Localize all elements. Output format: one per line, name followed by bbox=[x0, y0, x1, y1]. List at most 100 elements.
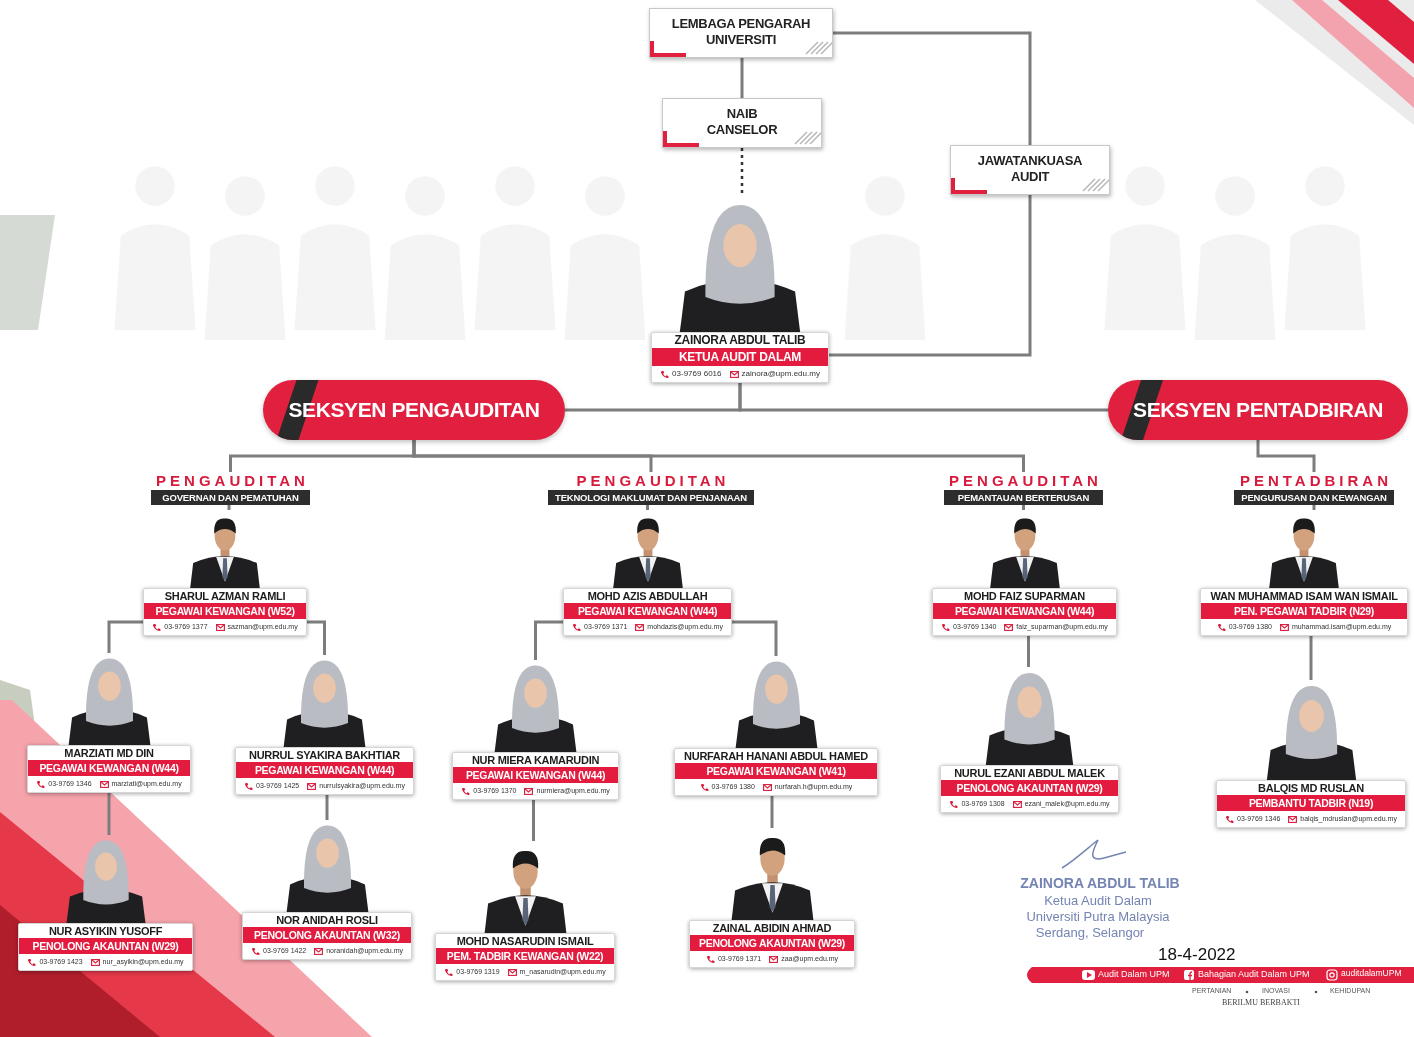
unit-subtitle: GOVERNAN DAN PEMATUHAN bbox=[157, 491, 304, 504]
mail-icon bbox=[730, 371, 738, 374]
mail-icon bbox=[315, 948, 323, 951]
suit bbox=[731, 882, 813, 920]
email-address: nur_asyikin@upm.edu.my bbox=[103, 957, 184, 967]
contact-row: 03-9769 1346balqis_mdruslan@upm.edu.my bbox=[1217, 811, 1405, 827]
org-link bbox=[1313, 505, 1316, 510]
unit-subtitle: TEKNOLOGI MAKLUMAT DAN PENJANAAN bbox=[554, 491, 748, 504]
faded-figure bbox=[475, 166, 556, 330]
phone-icon bbox=[949, 800, 958, 809]
staff-card: WAN MUHAMMAD ISAM WAN ISMAILPEN. PEGAWAI… bbox=[1200, 510, 1408, 636]
staff-card: SHARUL AZMAN RAMLIPEGAWAI KEWANGAN (W52)… bbox=[143, 510, 307, 636]
email-address: muhammad.isam@upm.edu.my bbox=[1292, 622, 1391, 632]
footer-link: Bahagian Audit Dalam UPM bbox=[1198, 969, 1310, 979]
faded-figure bbox=[385, 176, 466, 340]
hair bbox=[512, 851, 537, 869]
corner-stripe bbox=[1338, 0, 1414, 64]
red-accent bbox=[663, 143, 699, 147]
mail-icon bbox=[770, 956, 778, 959]
phone-icon bbox=[36, 780, 45, 789]
phone-icon bbox=[153, 624, 160, 631]
org-link bbox=[771, 796, 774, 828]
staff-name: MOHD AZIS ABDULLAH bbox=[564, 589, 731, 603]
staff-photo bbox=[66, 653, 153, 745]
hair bbox=[1014, 519, 1036, 534]
unit-title: PENTADBIRAN bbox=[1234, 472, 1394, 490]
org-link bbox=[740, 383, 1108, 410]
staff-name: NURFARAH HANANI ABDUL HAMED bbox=[675, 749, 877, 763]
shirt bbox=[1295, 557, 1313, 582]
mail-icon bbox=[524, 787, 533, 796]
staff-photo bbox=[983, 667, 1076, 765]
suit bbox=[190, 556, 260, 588]
footer-link: auditdalamUPM bbox=[1341, 969, 1401, 979]
hair bbox=[214, 519, 236, 534]
job-title: PEN. PEGAWAI TADBIR (N29) bbox=[1201, 603, 1407, 619]
hatch-line bbox=[821, 42, 832, 54]
phone-number: 03-9769 1423 bbox=[39, 957, 82, 967]
mail-icon bbox=[1013, 800, 1022, 809]
phone-icon bbox=[462, 788, 469, 795]
motto-text: KEHIDUPAN bbox=[1330, 987, 1370, 995]
email-address: balqis_mdruslan@upm.edu.my bbox=[1300, 814, 1397, 824]
contact-row: 03-9769 1371mohdazis@upm.edu.my bbox=[564, 619, 731, 635]
staff-name: NURUL EZANI ABDUL MALEK bbox=[941, 766, 1118, 780]
footer-link: Audit Dalam UPM bbox=[1098, 969, 1170, 979]
email-address: marziati@upm.edu.my bbox=[112, 779, 182, 789]
staff-photo bbox=[284, 820, 371, 912]
email-address: zaa@upm.edu.my bbox=[781, 954, 838, 964]
mail-icon bbox=[508, 969, 516, 972]
faded-figure bbox=[1105, 166, 1186, 330]
face bbox=[316, 838, 339, 867]
corner-shape bbox=[0, 812, 275, 1037]
staff-name: WAN MUHAMMAD ISAM WAN ISMAIL bbox=[1201, 589, 1407, 603]
faded-group-photo bbox=[115, 166, 1366, 340]
phone-number: 03-9769 1308 bbox=[961, 799, 1004, 809]
unit-bar: PENGURUSAN DAN KEWANGAN bbox=[1234, 490, 1394, 505]
faded-figure bbox=[845, 176, 926, 340]
job-title: PEGAWAI KEWANGAN (W44) bbox=[933, 603, 1116, 619]
mail-icon bbox=[1005, 624, 1013, 630]
suit bbox=[484, 895, 566, 933]
mail-icon bbox=[100, 781, 108, 787]
job-title: PEMBANTU TADBIR (N19) bbox=[1217, 795, 1405, 811]
phone-number: 03-9769 1380 bbox=[1229, 622, 1272, 632]
unit-header: PENGAUDITANPEMANTAUAN BERTERUSAN bbox=[944, 472, 1103, 505]
org-link bbox=[1310, 636, 1313, 680]
faded-figure bbox=[205, 176, 286, 340]
phone-icon bbox=[950, 801, 957, 808]
staff-photo bbox=[492, 660, 579, 752]
mail-icon bbox=[100, 781, 108, 784]
face bbox=[524, 678, 547, 707]
hijab bbox=[512, 666, 559, 733]
staff-card: NURFARAH HANANI ABDUL HAMEDPEGAWAI KEWAN… bbox=[674, 656, 878, 796]
date-text: 18-4-2022 bbox=[1158, 945, 1236, 965]
email-address: m_nasarudin@upm.edu.my bbox=[520, 967, 606, 977]
staff-card: MOHD NASARUDIN ISMAILPEM. TADBIR KEWANGA… bbox=[435, 841, 615, 981]
section-title: SEKSYEN PENGAUDITAN bbox=[288, 398, 539, 422]
staff-card: NOR ANIDAH ROSLIPENOLONG AKAUNTAN (W32)0… bbox=[242, 820, 412, 960]
name-card: NURFARAH HANANI ABDUL HAMEDPEGAWAI KEWAN… bbox=[674, 748, 878, 796]
box-label: NAIB CANSELOR bbox=[697, 106, 787, 138]
staff-name: MOHD FAIZ SUPARMAN bbox=[933, 589, 1116, 603]
phone-icon bbox=[1218, 624, 1225, 631]
org-link bbox=[532, 800, 535, 841]
signature bbox=[1062, 840, 1126, 868]
staff-card: NURUL EZANI ABDUL MALEKPENOLONG AKAUNTAN… bbox=[940, 667, 1119, 813]
phone-icon bbox=[1225, 815, 1234, 824]
phone-number: 03-9769 1346 bbox=[48, 779, 91, 789]
tie bbox=[1022, 558, 1027, 581]
face bbox=[98, 671, 121, 700]
tie bbox=[645, 558, 650, 581]
staff-name: BALQIS MD RUSLAN bbox=[1217, 781, 1405, 795]
hair bbox=[759, 838, 784, 856]
job-title: PEM. TADBIR KEWANGAN (W22) bbox=[436, 948, 614, 964]
mail-icon bbox=[1288, 815, 1297, 824]
phone-number: 03-9769 1377 bbox=[164, 622, 207, 632]
hair bbox=[637, 519, 659, 534]
staff-photo bbox=[729, 828, 816, 920]
phone-number: 03-9769 1425 bbox=[256, 781, 299, 791]
unit-bar: TEKNOLOGI MAKLUMAT DAN PENJANAAN bbox=[548, 490, 754, 505]
signature-text: ZAINORA ABDUL TALIB bbox=[1020, 875, 1179, 891]
